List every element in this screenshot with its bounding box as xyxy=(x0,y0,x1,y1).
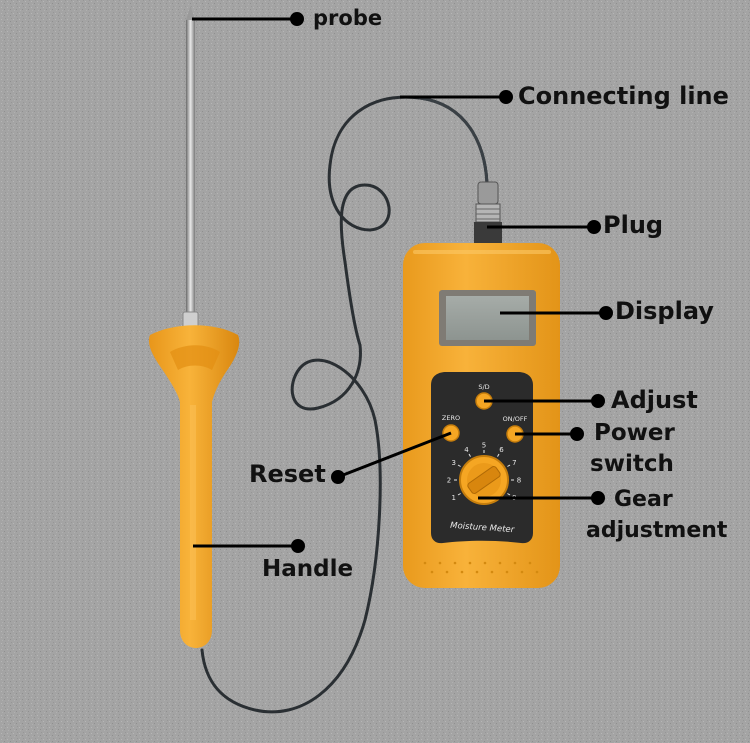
gear-adjustment-label-line2: adjustment xyxy=(586,518,728,543)
leader-lines xyxy=(192,12,613,553)
dial-number: 4 xyxy=(464,446,469,454)
dial-number: 2 xyxy=(447,477,451,485)
plug-label: Plug xyxy=(603,211,664,239)
connecting-cable xyxy=(200,95,489,714)
dial-number: 8 xyxy=(517,477,521,485)
onoff-button-label: ON/OFF xyxy=(503,415,528,423)
dial-tick xyxy=(507,464,511,467)
dial-tick xyxy=(497,453,500,457)
dial-number: 6 xyxy=(499,446,504,454)
connecting-line-label: Connecting line xyxy=(518,82,729,110)
grip-dots xyxy=(423,561,539,574)
sd-button-label: S/D xyxy=(478,383,489,391)
plug-connector xyxy=(474,181,502,246)
dial-tick xyxy=(507,493,511,496)
dial-number: 1 xyxy=(451,494,455,502)
dial-scale: 123456789 xyxy=(447,442,521,503)
probe-rod xyxy=(182,6,199,335)
power-switch-label-line1: Power xyxy=(594,420,675,446)
gear-knob[interactable] xyxy=(459,455,509,505)
power-switch-label-line2: switch xyxy=(590,451,674,477)
probe-label: probe xyxy=(313,6,383,30)
probe-handle xyxy=(148,325,240,648)
reset-label: Reset xyxy=(249,460,326,488)
handle-label: Handle xyxy=(262,556,354,582)
dial-number: 7 xyxy=(512,459,516,467)
device-name: Moisture Meter xyxy=(450,521,515,535)
dial-tick xyxy=(468,453,471,457)
zero-button-label: ZERO xyxy=(442,414,460,422)
meter-body: S/D ZERO ON/OFF 123456789 Moisture Meter xyxy=(403,243,560,588)
dial-number: 5 xyxy=(482,442,486,450)
display-label: Display xyxy=(615,297,714,325)
dial-tick xyxy=(457,464,461,467)
dial-number: 3 xyxy=(451,459,455,467)
gear-adjustment-label-line1: Gear xyxy=(614,487,673,512)
reset-leader xyxy=(337,431,452,479)
dial-tick xyxy=(457,493,461,496)
adjust-label: Adjust xyxy=(611,386,698,414)
